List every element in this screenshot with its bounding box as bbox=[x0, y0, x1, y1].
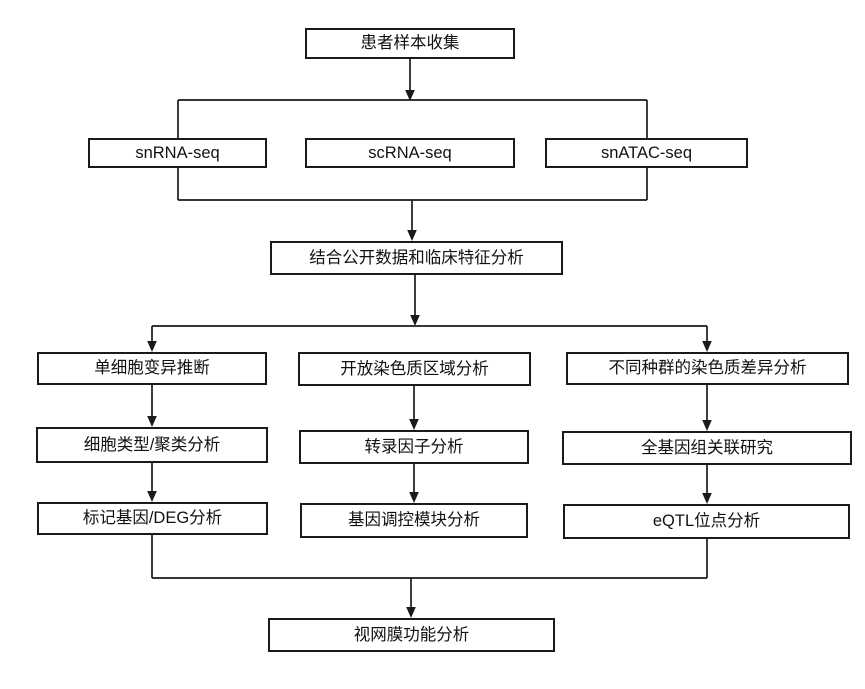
connector-integrate-down bbox=[410, 275, 420, 326]
node-label: snATAC-seq bbox=[600, 143, 693, 162]
connector-branch-analysis bbox=[147, 325, 712, 352]
node-celltype-clustering-analysis: 细胞类型/聚类分析 bbox=[36, 427, 268, 463]
node-open-chromatin-region-analysis: 开放染色质区域分析 bbox=[298, 352, 531, 386]
connector-celltype-marker bbox=[147, 463, 157, 502]
connector-variant-celltype bbox=[147, 385, 157, 427]
connector-gwas-eqtl bbox=[702, 465, 712, 504]
connector-to-integrate bbox=[407, 200, 417, 241]
node-integrate-public-data-clinical: 结合公开数据和临床特征分析 bbox=[270, 241, 563, 275]
node-label: eQTL位点分析 bbox=[652, 512, 761, 531]
node-label: 全基因组关联研究 bbox=[641, 438, 773, 457]
node-label: 患者样本收集 bbox=[360, 34, 460, 53]
node-label: scRNA-seq bbox=[368, 143, 452, 162]
node-scrna-seq: scRNA-seq bbox=[305, 138, 515, 168]
node-label: 不同种群的染色质差异分析 bbox=[608, 359, 807, 378]
connector-to-retina bbox=[406, 578, 416, 618]
node-label: snRNA-seq bbox=[135, 143, 220, 162]
node-gwas: 全基因组关联研究 bbox=[562, 431, 852, 465]
connector-chromdiff-gwas bbox=[702, 385, 712, 431]
node-label: 标记基因/DEG分析 bbox=[82, 509, 223, 528]
node-patient-sample-collection: 患者样本收集 bbox=[305, 28, 515, 59]
connector-openchromatin-tf bbox=[409, 386, 419, 430]
connector-patient-down bbox=[405, 59, 415, 101]
node-eqtl-locus-analysis: eQTL位点分析 bbox=[563, 504, 850, 539]
node-retina-function-analysis: 视网膜功能分析 bbox=[268, 618, 555, 652]
node-single-cell-variant-inference: 单细胞变异推断 bbox=[37, 352, 267, 385]
node-snatac-seq: snATAC-seq bbox=[545, 138, 748, 168]
node-snrna-seq: snRNA-seq bbox=[88, 138, 267, 168]
connector-collect-analysis bbox=[151, 535, 708, 579]
node-gene-regulatory-module-analysis: 基因调控模块分析 bbox=[300, 503, 528, 538]
node-label: 转录因子分析 bbox=[364, 437, 464, 456]
connector-branch-seq bbox=[177, 99, 648, 139]
connector-tf-grn bbox=[409, 464, 419, 503]
node-marker-gene-deg-analysis: 标记基因/DEG分析 bbox=[37, 502, 268, 535]
node-chromatin-difference-analysis: 不同种群的染色质差异分析 bbox=[566, 352, 849, 385]
node-label: 细胞类型/聚类分析 bbox=[83, 435, 221, 454]
node-label: 结合公开数据和临床特征分析 bbox=[309, 248, 524, 267]
node-label: 单细胞变异推断 bbox=[94, 359, 210, 378]
node-label: 基因调控模块分析 bbox=[348, 511, 480, 530]
node-label: 开放染色质区域分析 bbox=[340, 359, 489, 378]
connector-collect-seq bbox=[177, 167, 648, 201]
node-label: 视网膜功能分析 bbox=[353, 625, 470, 644]
node-transcription-factor-analysis: 转录因子分析 bbox=[299, 430, 529, 464]
